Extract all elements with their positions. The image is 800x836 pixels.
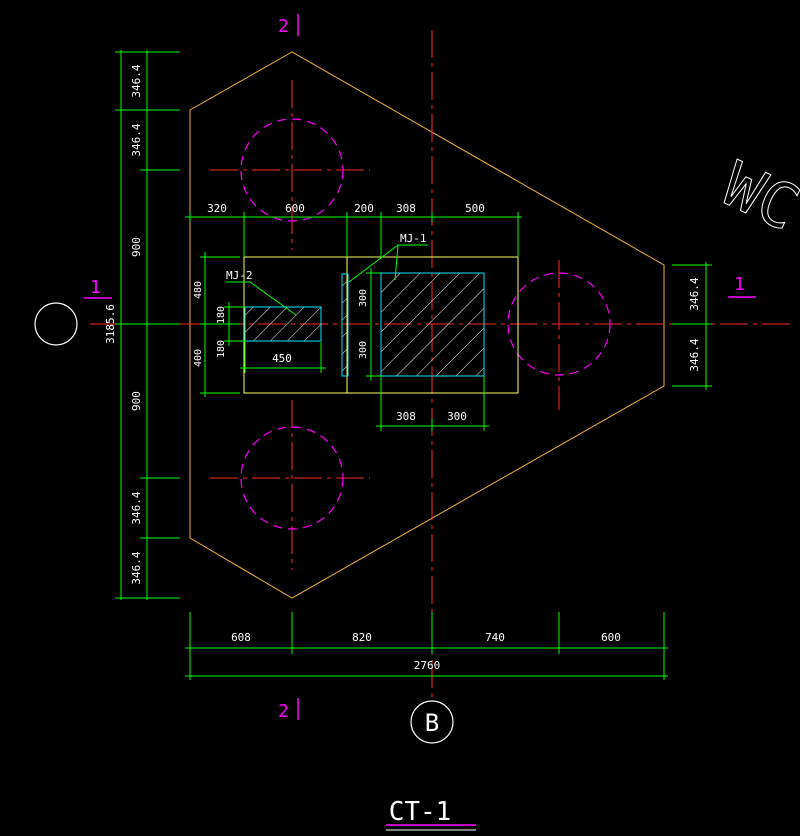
right-dimension-texts: 346.4 346.4: [688, 277, 701, 371]
mj2-dim-bottom: 180: [216, 340, 227, 358]
bottom-total: 2760: [414, 659, 441, 672]
top-dim-1: 320: [207, 202, 227, 215]
top-dim-5: 500: [465, 202, 485, 215]
mj1-dim-bottom: 300: [358, 341, 369, 359]
left-dim-3: 900: [130, 237, 143, 257]
top-dim-3: 200: [354, 202, 374, 215]
section-mark-left: 1: [90, 277, 101, 298]
right-dim-2: 346.4: [688, 338, 701, 371]
mj1-label: MJ-1: [400, 232, 427, 245]
mj2-width: 450: [272, 352, 292, 365]
left-dimension-texts: 346.4 346.4 900 900 346.4 346.4 3185.6: [104, 64, 143, 584]
dimension-lines: [115, 50, 712, 680]
mj1-plate: [380, 272, 485, 377]
bottom-dimension-texts: 608 820 740 600 2760: [231, 631, 621, 672]
bottom-dim-2: 820: [352, 631, 372, 644]
left-dim-5: 346.4: [130, 491, 143, 524]
bottom-dim-1: 608: [231, 631, 251, 644]
left-dim-4: 900: [130, 391, 143, 411]
left-dim-6: 346.4: [130, 551, 143, 584]
top-dim-4: 308: [396, 202, 416, 215]
pedestal-dim-top: 480: [193, 281, 204, 299]
drawing-title: CT-1: [389, 797, 452, 827]
pedestal-dim-bottom: 400: [193, 349, 204, 367]
mj2-dim-top: 180: [216, 306, 227, 324]
left-grid-circle: [34, 302, 78, 346]
left-total: 3185.6: [104, 304, 117, 344]
piles: [240, 118, 611, 530]
mj2-label: MJ-2: [226, 269, 253, 282]
grid-bubble-label: B: [425, 709, 439, 737]
left-dim-2: 346.4: [130, 123, 143, 156]
pile-right: [507, 272, 611, 376]
bottom-dim-4: 600: [601, 631, 621, 644]
mj1-dim-top: 300: [358, 289, 369, 307]
section-mark-bottom: 2: [278, 701, 289, 722]
section-marks: 2 2 1 1: [84, 14, 756, 722]
pile-top: [240, 118, 344, 222]
mj1-bottom-dim-2: 300: [447, 410, 467, 423]
mj2-plate: [244, 306, 322, 342]
top-dim-2: 600: [285, 202, 305, 215]
pile-bottom: [240, 426, 344, 530]
pile-cap-outline: [189, 51, 665, 599]
bottom-dim-3: 740: [485, 631, 505, 644]
right-dim-1: 346.4: [688, 277, 701, 310]
top-dimension-texts: 320 600 200 308 500: [207, 202, 485, 215]
grid-bubble-circle: [410, 700, 454, 744]
left-dim-1: 346.4: [130, 64, 143, 97]
section-mark-top: 2: [278, 16, 289, 37]
mj1-small-plate: [341, 273, 349, 377]
section-mark-right: 1: [734, 274, 745, 295]
watermark: WC: [712, 147, 800, 245]
mj1-bottom-dim-1: 308: [396, 410, 416, 423]
detail-dimension-texts: 480 400 180 180 450 300 300 308 300: [193, 281, 467, 423]
